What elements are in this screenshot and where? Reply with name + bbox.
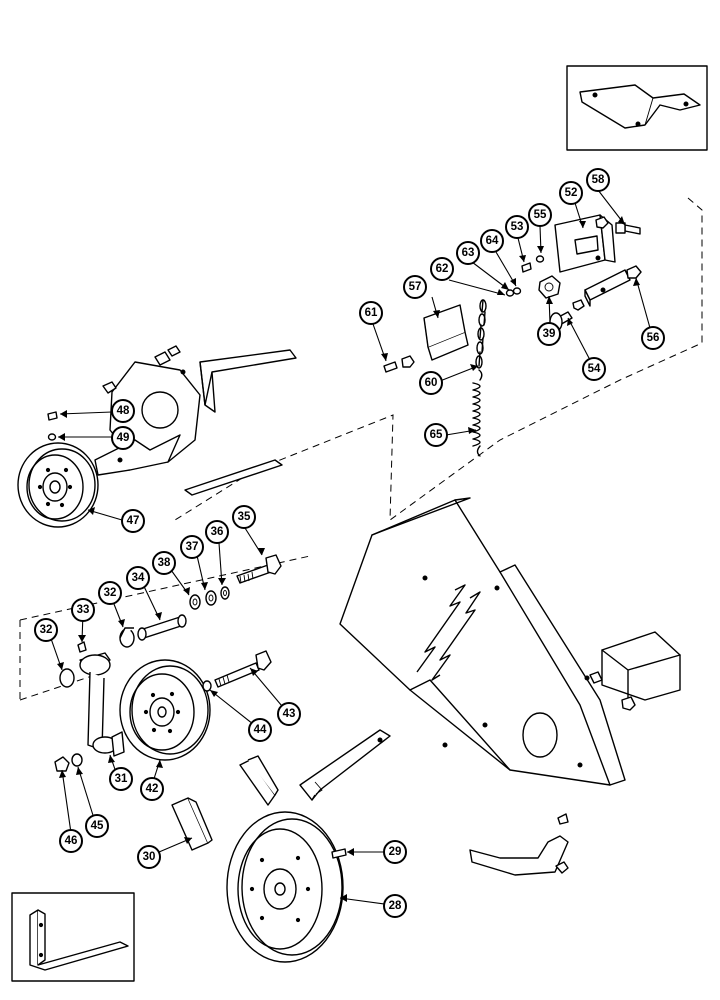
svg-text:56: 56	[647, 332, 660, 344]
pulley-28	[226, 811, 347, 963]
callout-32-upper: 32	[98, 581, 122, 605]
callout-47: 47	[121, 509, 145, 533]
bolt-61	[383, 355, 415, 373]
dashed-group-lower	[19, 555, 311, 701]
svg-text:61: 61	[365, 307, 378, 319]
callout-61: 61	[359, 301, 383, 325]
svg-text:48: 48	[117, 405, 130, 417]
svg-text:43: 43	[283, 708, 296, 720]
callout-44: 44	[248, 718, 272, 742]
callout-62: 62	[430, 257, 454, 281]
svg-text:64: 64	[486, 235, 499, 247]
svg-text:57: 57	[409, 281, 422, 293]
inset-box-bottom	[11, 892, 135, 982]
svg-text:65: 65	[430, 429, 443, 441]
shaft-assembly	[77, 554, 282, 653]
callout-42: 42	[140, 777, 164, 801]
svg-text:39: 39	[543, 328, 556, 340]
svg-text:34: 34	[132, 572, 145, 584]
svg-text:30: 30	[143, 851, 156, 863]
svg-text:31: 31	[115, 773, 128, 785]
svg-text:36: 36	[211, 526, 224, 538]
guide-piece-mid	[299, 729, 391, 801]
svg-text:38: 38	[158, 557, 171, 569]
callouts: 58 52 55 53 64 63 62 57 61 60 39 54 56 6…	[34, 168, 665, 918]
callout-36: 36	[205, 520, 229, 544]
svg-text:46: 46	[65, 835, 78, 847]
svg-text:52: 52	[565, 187, 578, 199]
guide-pieces	[171, 755, 279, 851]
main-shield	[339, 497, 626, 786]
svg-text:32: 32	[104, 587, 117, 599]
callout-56: 56	[641, 326, 665, 350]
callout-43: 43	[277, 702, 301, 726]
dashed-group-upper	[174, 197, 703, 522]
svg-text:55: 55	[534, 209, 547, 221]
svg-text:47: 47	[127, 515, 140, 527]
svg-text:42: 42	[146, 783, 159, 795]
callout-37: 37	[180, 535, 204, 559]
bracket-57	[423, 304, 469, 361]
callout-29: 29	[383, 840, 407, 864]
callout-52: 52	[559, 181, 583, 205]
svg-text:32: 32	[40, 624, 53, 636]
callout-38: 38	[152, 551, 176, 575]
callout-30: 30	[137, 845, 161, 869]
callout-48: 48	[111, 399, 135, 423]
side-bracket-right	[589, 631, 681, 711]
svg-text:54: 54	[588, 363, 601, 375]
callout-65: 65	[424, 423, 448, 447]
callout-54: 54	[582, 357, 606, 381]
svg-text:37: 37	[186, 541, 199, 553]
callout-58: 58	[586, 168, 610, 192]
svg-text:44: 44	[254, 724, 267, 736]
svg-text:28: 28	[389, 900, 402, 912]
pulley-42	[119, 650, 272, 761]
pulley-47	[17, 411, 99, 528]
svg-text:49: 49	[117, 432, 130, 444]
callout-57: 57	[403, 275, 427, 299]
svg-text:62: 62	[436, 263, 449, 275]
callout-39: 39	[537, 322, 561, 346]
callout-63: 63	[456, 241, 480, 265]
svg-text:35: 35	[238, 511, 251, 523]
callout-55: 55	[528, 203, 552, 227]
callout-31: 31	[109, 767, 133, 791]
callout-60: 60	[419, 371, 443, 395]
svg-text:45: 45	[91, 820, 104, 832]
callout-34: 34	[126, 566, 150, 590]
idler-arm	[54, 652, 125, 772]
callout-53: 53	[505, 215, 529, 239]
inset-bracket-top	[579, 84, 701, 129]
callout-28: 28	[383, 894, 407, 918]
leader-lines	[47, 189, 651, 906]
callout-35: 35	[232, 505, 256, 529]
svg-text:33: 33	[77, 604, 90, 616]
callout-32-lower: 32	[34, 618, 58, 642]
svg-text:53: 53	[511, 221, 524, 233]
svg-text:63: 63	[462, 247, 475, 259]
svg-text:58: 58	[592, 174, 605, 186]
callout-64: 64	[480, 229, 504, 253]
svg-text:60: 60	[425, 377, 438, 389]
callout-46: 46	[59, 829, 83, 853]
chain-spring	[472, 299, 487, 457]
inset-box-top	[566, 65, 708, 151]
callout-33: 33	[71, 598, 95, 622]
callout-45: 45	[85, 814, 109, 838]
strap-bracket	[469, 813, 569, 876]
svg-text:29: 29	[389, 846, 402, 858]
callout-49: 49	[111, 426, 135, 450]
